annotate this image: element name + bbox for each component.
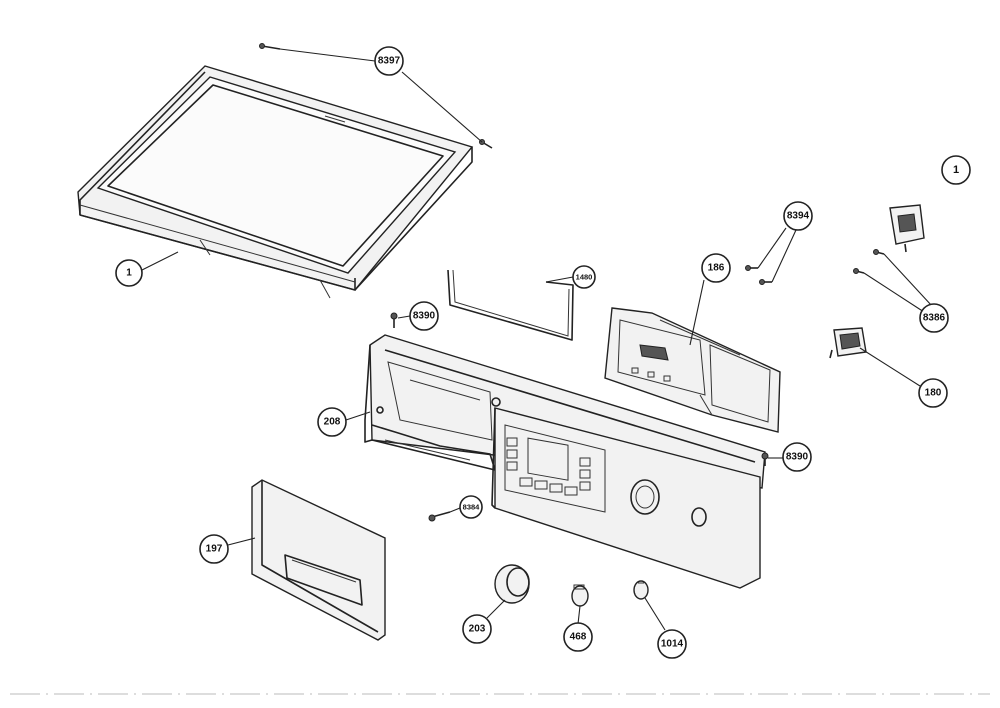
svg-text:468: 468 bbox=[570, 632, 587, 643]
svg-text:8390: 8390 bbox=[413, 311, 436, 322]
svg-text:8384: 8384 bbox=[463, 503, 481, 512]
screw-8390-top bbox=[390, 312, 398, 328]
svg-text:1480: 1480 bbox=[576, 273, 593, 282]
callout-197: 197 bbox=[199, 534, 229, 564]
light-pipe-part bbox=[633, 580, 649, 600]
screw-8390-right bbox=[761, 452, 769, 466]
screw-8386 bbox=[853, 249, 885, 274]
svg-text:208: 208 bbox=[324, 417, 341, 428]
leader-lines bbox=[141, 48, 933, 631]
callout-1-lid: 1 bbox=[115, 259, 143, 287]
screw-8397-left bbox=[259, 43, 281, 50]
svg-text:197: 197 bbox=[206, 544, 223, 555]
callout-8390-top: 8390 bbox=[409, 301, 439, 331]
control-panel-frame-part bbox=[364, 334, 766, 489]
callout-8386: 8386 bbox=[919, 303, 949, 333]
callout-8397: 8397 bbox=[374, 46, 404, 76]
callout-8394: 8394 bbox=[783, 201, 813, 231]
svg-text:8386: 8386 bbox=[923, 313, 946, 324]
top-lid-part bbox=[77, 65, 474, 299]
drawer-front-part bbox=[251, 479, 386, 641]
svg-text:1: 1 bbox=[953, 164, 959, 176]
screw-8394 bbox=[745, 265, 772, 285]
power-switch-part bbox=[829, 327, 867, 359]
svg-text:8397: 8397 bbox=[378, 56, 401, 67]
program-knob-part bbox=[494, 564, 530, 604]
callout-208: 208 bbox=[317, 407, 347, 437]
callout-1480: 1480 bbox=[572, 265, 596, 289]
display-fascia-part bbox=[491, 407, 761, 589]
callout-8384: 8384 bbox=[459, 495, 483, 519]
callout-186: 186 bbox=[701, 253, 731, 283]
svg-text:8394: 8394 bbox=[787, 211, 810, 222]
selector-switch-part bbox=[889, 204, 925, 253]
callout-203: 203 bbox=[462, 614, 492, 644]
screw-8384 bbox=[428, 511, 451, 522]
control-board-part bbox=[604, 307, 781, 433]
svg-text:1: 1 bbox=[126, 268, 132, 279]
callout-468: 468 bbox=[563, 622, 593, 652]
callout-8390-right: 8390 bbox=[782, 442, 812, 472]
wire-rod-part bbox=[447, 269, 574, 341]
callout-180: 180 bbox=[918, 378, 948, 408]
callout-1014: 1014 bbox=[657, 629, 687, 659]
svg-text:203: 203 bbox=[469, 624, 486, 635]
svg-text:186: 186 bbox=[708, 263, 725, 274]
svg-text:180: 180 bbox=[925, 388, 942, 399]
callout-1-switch: 1 bbox=[941, 155, 971, 185]
svg-text:8390: 8390 bbox=[786, 452, 809, 463]
svg-text:1014: 1014 bbox=[661, 639, 684, 650]
push-button-part bbox=[571, 584, 589, 607]
